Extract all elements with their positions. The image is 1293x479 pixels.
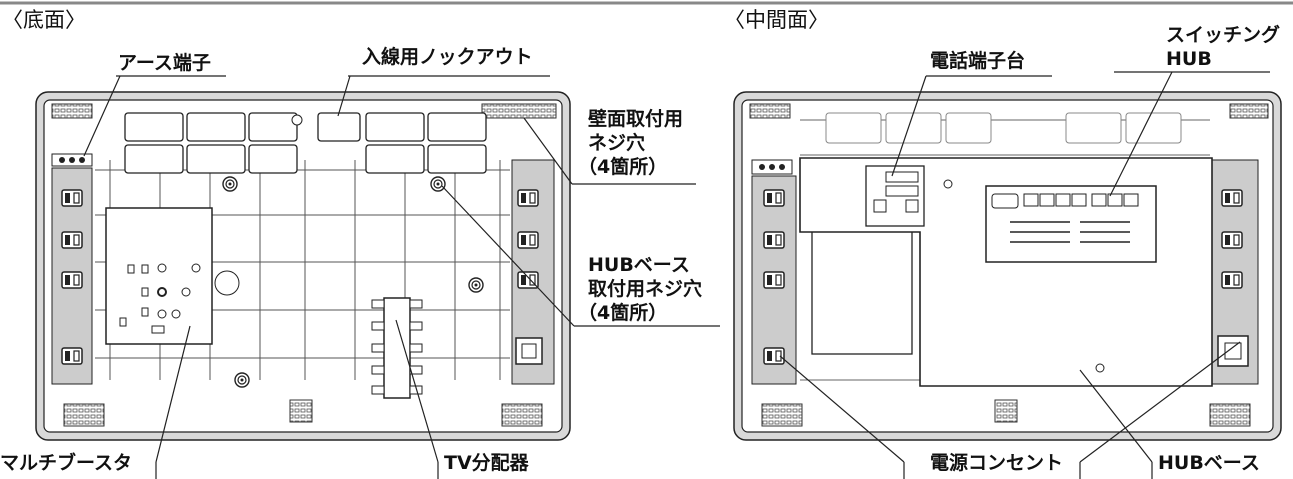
label-switching-hub-line1: スイッチング	[1166, 24, 1281, 46]
label-wall-screw-line3: （4箇所）	[578, 156, 668, 178]
label-switching-hub-line2: HUB	[1166, 48, 1212, 70]
label-tv-splitter: TV分配器	[444, 452, 529, 474]
section-bottom-title: 〈底面〉	[2, 8, 86, 32]
label-hub-base-screw-line3: （4箇所）	[578, 302, 668, 324]
label-wall-screw-line1: 壁面取付用	[588, 108, 684, 130]
label-power-outlet: 電源コンセント	[930, 452, 1064, 474]
label-earth-terminal: アース端子	[118, 52, 211, 74]
label-multi-booster: マルチブースタ	[0, 452, 133, 474]
label-hub-base: HUBベース	[1158, 452, 1260, 474]
label-hub-base-screw-line2: 取付用ネジ穴	[588, 278, 703, 300]
middle-face-panel	[733, 91, 1282, 441]
section-middle-title: 〈中間面〉	[724, 8, 829, 32]
bottom-face-panel	[35, 91, 571, 441]
label-wall-screw-line2: ネジ穴	[588, 132, 646, 154]
label-phone-terminal: 電話端子台	[930, 50, 1026, 72]
label-hub-base-screw-line1: HUBベース	[588, 254, 690, 276]
label-knockout: 入線用ノックアウト	[362, 46, 533, 68]
